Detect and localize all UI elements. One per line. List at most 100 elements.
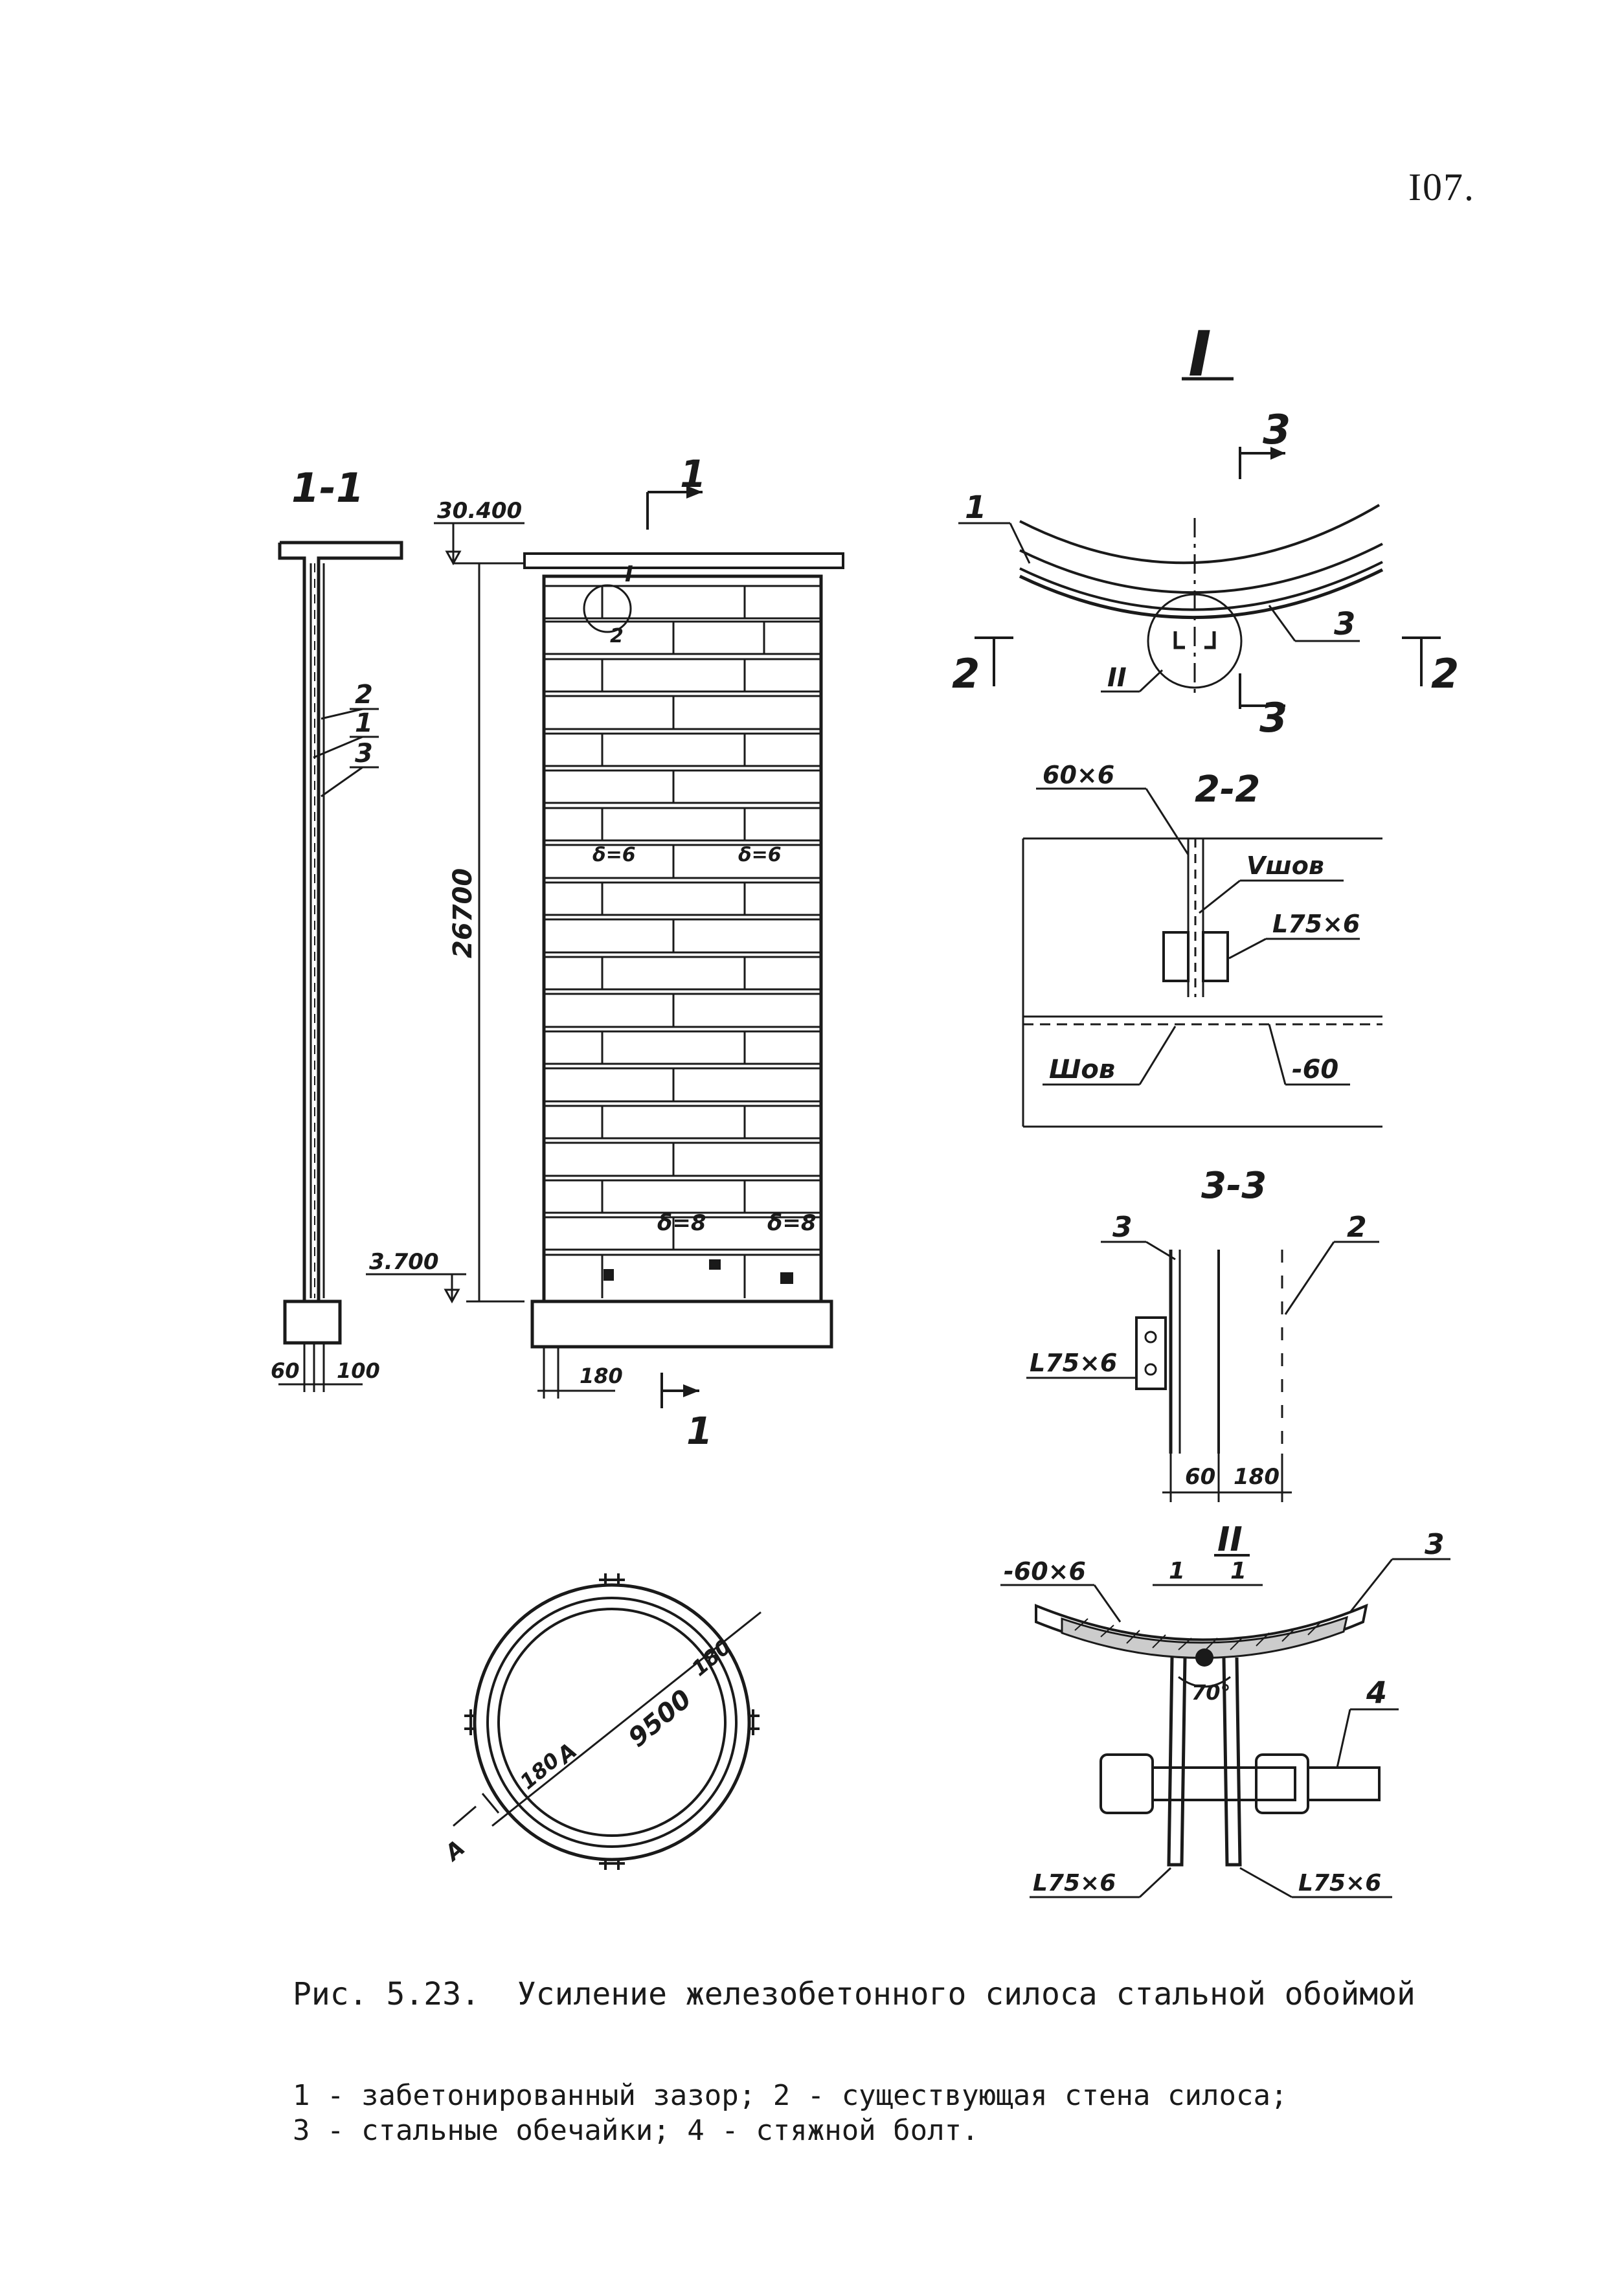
weld-label: Шов [1049,1055,1115,1085]
angle-profile [1135,1316,1167,1390]
callout-1: 1 [355,708,373,738]
plate-60x6: -60×6 [1004,1557,1086,1586]
bolt-mark [603,1269,614,1281]
figure-legend: 1 - забетонированный зазор; 2 - существу… [293,2078,1555,2148]
angle-75x6: L75×6 [1030,1349,1117,1377]
callout-leader [1138,1867,1172,1898]
callout-3: 3 [1334,606,1355,642]
page-number: I07. [1408,166,1475,208]
plan-cut-A-left: А [439,1835,470,1867]
label-2: 2 [1347,1211,1367,1244]
callout-leader [1268,1024,1287,1085]
elevation-mark-bottom [444,1274,460,1304]
detail-II-label: II [1107,663,1127,693]
section-1-1-title: 1-1 [291,464,364,512]
facade-elevation: 1 26700 I 2 δ=6 δ=6 δ=8 δ=8 [448,452,844,1453]
label-3: 3 [1425,1528,1445,1561]
base-dim-180: 180 [580,1364,623,1388]
bolt-head [1100,1753,1154,1814]
weld-v-label: Vшов [1246,851,1324,880]
top-ring-beam [523,552,844,569]
plan-cut-arrows [453,1793,500,1827]
cut-3-bottom: 3 [1259,694,1287,741]
plan-diameter-9500: 9500 [623,1684,697,1753]
legend-line: 3 - стальные обечайки; 4 - стяжной болт. [293,2114,979,2147]
height-dim-26700: 26700 [448,868,478,958]
angle-right [1202,931,1229,982]
top-elevation: 30.400 [437,498,522,524]
callout-leader [1093,1584,1122,1623]
angle-legs [1167,1657,1242,1867]
section-2-2-title: 2-2 [1195,769,1260,811]
wall-outer-curve-1 [1019,543,1383,594]
section-3-3-title: 3-3 [1201,1165,1267,1207]
callout-2: 2 [355,680,373,710]
callout-leader [1138,669,1164,693]
detail-II: II -60×6 1 1 3 70° 4 L75×6 L75×6 [1000,1520,1450,1898]
gap-1-right: 1 [1230,1558,1246,1584]
node-I-detail: I 3 3 2 2 1 3 II [952,318,1459,741]
angle-75x6: L75×6 [1272,910,1360,938]
dim-60: 60 [271,1358,300,1383]
label-3: 3 [1112,1211,1133,1244]
bolt-mark [780,1272,793,1284]
plan-outer-ring [473,1583,751,1861]
callout-leader [1239,1867,1292,1898]
detail-II-title: II [1217,1520,1243,1559]
node-I-label: I [625,561,633,587]
silo-plan: 9500 180 180 А А [439,1573,761,1870]
label-4: 4 [1366,1675,1387,1710]
steel-shell-bands [544,585,821,1298]
bolt-mark [709,1259,721,1270]
cut-2-left: 2 [952,650,980,697]
callout-leader [1336,1709,1351,1768]
figure-caption: Рис. 5.23. Усиление железобетонного сило… [293,1976,1415,2012]
section-1-1-footing [283,1299,342,1345]
weld-dot [1195,1648,1213,1667]
plate-thickness-top-left: δ=6 [592,844,636,866]
section-1-1: 1-1 60 100 2 1 3 30.400 3.700 [271,464,524,1392]
elevation-mark-top [445,523,492,566]
node-sub-label: 2 [610,625,624,647]
hatch-lines [1074,1618,1322,1652]
bolt-hole [1144,1363,1157,1376]
dim-60: 60 [1185,1464,1215,1490]
callout-leader [1009,523,1031,564]
hatched-plate [1061,1615,1349,1659]
callout-leader [1284,1241,1335,1315]
wall-inner-curve [1019,504,1381,565]
plan-thickness-180-top: 180 [687,1634,736,1681]
plate-thickness-bottom-left: δ=8 [657,1210,706,1236]
angle-70: 70° [1191,1680,1231,1705]
wall-outer-curve-2 [1019,561,1383,611]
bolt-nut [1255,1753,1309,1814]
cut-mark-1-bottom: 1 [686,1409,712,1453]
plate-thickness-bottom-right: δ=8 [767,1210,817,1236]
plate-60: -60 [1292,1055,1338,1085]
callout-leader [1199,879,1241,914]
callout-leader [1349,1558,1393,1613]
silo-wall-facade [542,574,823,1303]
bolt-hole [1144,1331,1157,1344]
callout-leader [1138,1026,1177,1085]
dim-100: 100 [337,1358,380,1383]
callout-leader [321,708,363,720]
callout-leader [1268,605,1296,642]
callout-leader [1228,938,1267,960]
node-I-circle [583,584,632,633]
callout-1: 1 [965,489,986,526]
strip-60x6: 60×6 [1043,761,1114,789]
bottom-elevation: 3.700 [369,1249,439,1275]
angle-left-label: L75×6 [1033,1870,1116,1896]
bolt-end [1307,1766,1381,1801]
legend-line: 1 - забетонированный зазор; 2 - существу… [293,2079,1288,2112]
plan-diameter-line [491,1611,761,1827]
angle-profile [1173,631,1216,649]
plan-joint-marks [464,1573,760,1870]
callout-leader [313,736,363,759]
wall-shell-curve [1019,568,1384,620]
arrow-head [1270,447,1285,460]
angle-arc [1178,1676,1231,1688]
bolt-shank [1151,1766,1296,1801]
angle-left [1162,931,1190,982]
